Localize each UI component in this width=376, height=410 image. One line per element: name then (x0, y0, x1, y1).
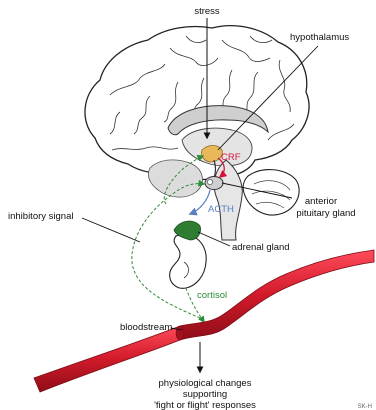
cortisol-label: cortisol (197, 290, 227, 301)
response-label-line2: supporting (183, 389, 227, 400)
response-label-line3: 'fight or flight' responses (154, 400, 256, 410)
temporal-lobe (148, 160, 202, 197)
anterior-pituitary-label-line1: anterior (305, 196, 337, 207)
brain (85, 26, 309, 240)
hypothalamus-label: hypothalamus (290, 32, 349, 43)
cerebellum (243, 170, 299, 215)
response-label-line1: physiological changes (159, 378, 252, 389)
adrenal-gland-label: adrenal gland (232, 242, 290, 253)
watermark: SK-H (358, 404, 372, 410)
inhibitory-signal-label: inhibitory signal (8, 211, 73, 222)
bloodstream-label: bloodstream (120, 322, 172, 333)
anterior-pituitary-label-line2: pituitary gland (296, 208, 355, 219)
crf-label: CRF (221, 152, 241, 163)
stress-label: stress (194, 6, 220, 17)
adrenal-gland-kidney (170, 221, 206, 288)
inhibitory-signal-leader (82, 218, 140, 242)
acth-label: ACTH (208, 204, 234, 215)
